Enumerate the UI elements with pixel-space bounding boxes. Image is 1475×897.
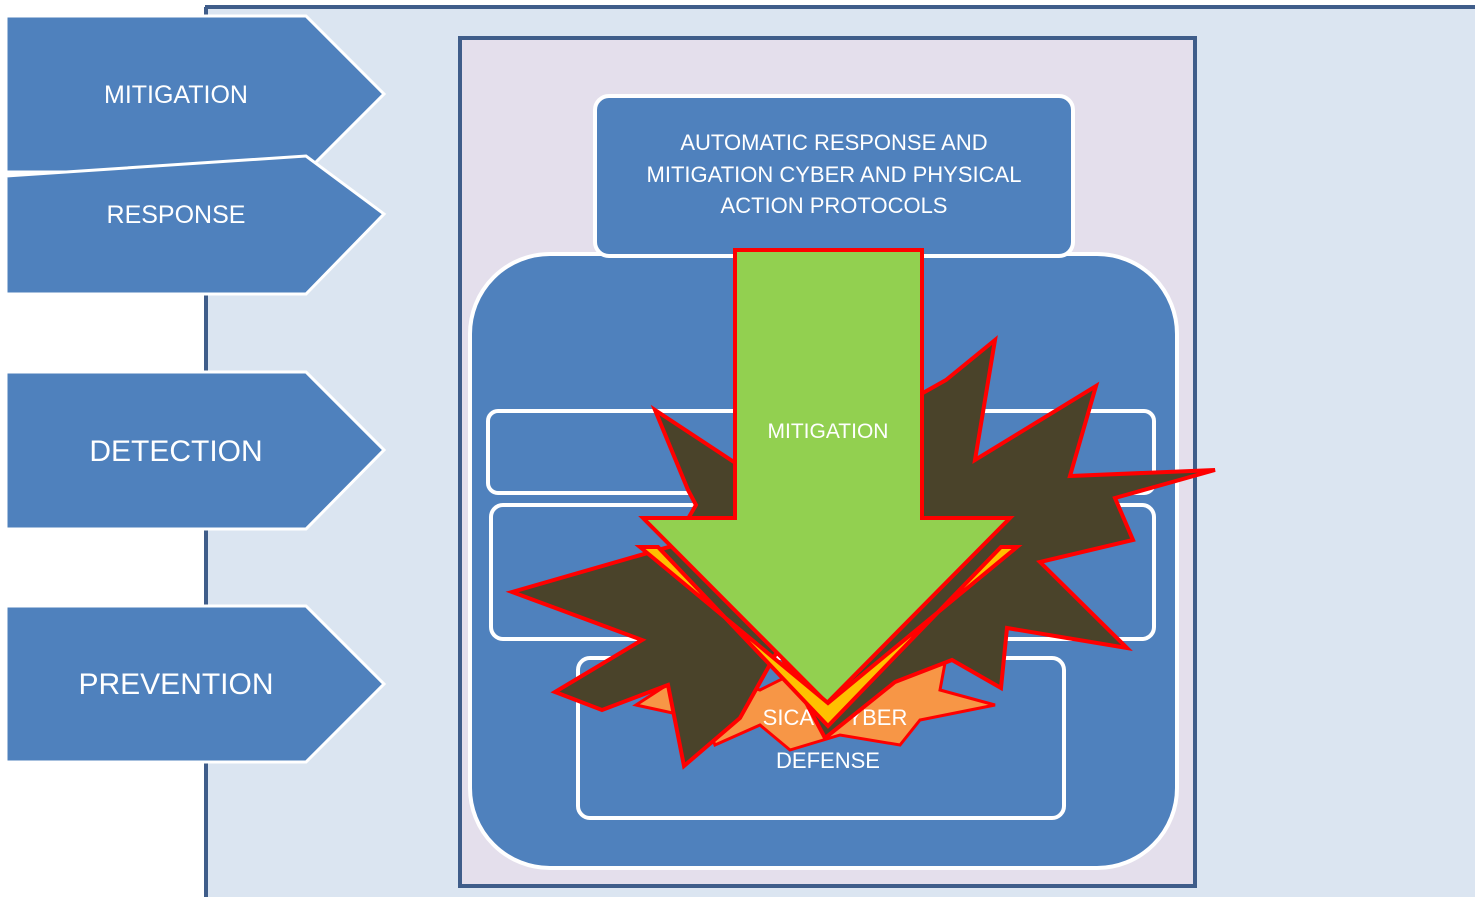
phase-mitigation: MITIGATION (4, 14, 387, 174)
phase-response-label: RESPONSE (107, 201, 246, 229)
phase-response: RESPONSE (4, 154, 387, 296)
phase-prevention-shape (4, 604, 387, 764)
automatic-response-line-1: AUTOMATIC RESPONSE AND (680, 130, 987, 155)
physical-cyber-defense-line-2: DEFENSE (776, 748, 880, 773)
phase-prevention: PREVENTION (4, 604, 387, 764)
mitigation-arrow-chevron (634, 545, 1023, 729)
phase-mitigation-shape (4, 14, 387, 174)
phase-mitigation-label: MITIGATION (104, 81, 248, 109)
automatic-response-line-2: MITIGATION CYBER AND PHYSICAL (647, 162, 1022, 187)
phase-detection: DETECTION (4, 370, 387, 531)
mitigation-arrow (638, 248, 1015, 706)
phase-detection-shape (4, 370, 387, 531)
mitigation-arrow-label: MITIGATION (768, 420, 889, 443)
automatic-response-line-3: ACTION PROTOCOLS (721, 193, 948, 218)
phase-detection-label: DETECTION (89, 435, 262, 468)
phase-prevention-label: PREVENTION (78, 668, 273, 701)
phase-response-shape (4, 154, 387, 296)
